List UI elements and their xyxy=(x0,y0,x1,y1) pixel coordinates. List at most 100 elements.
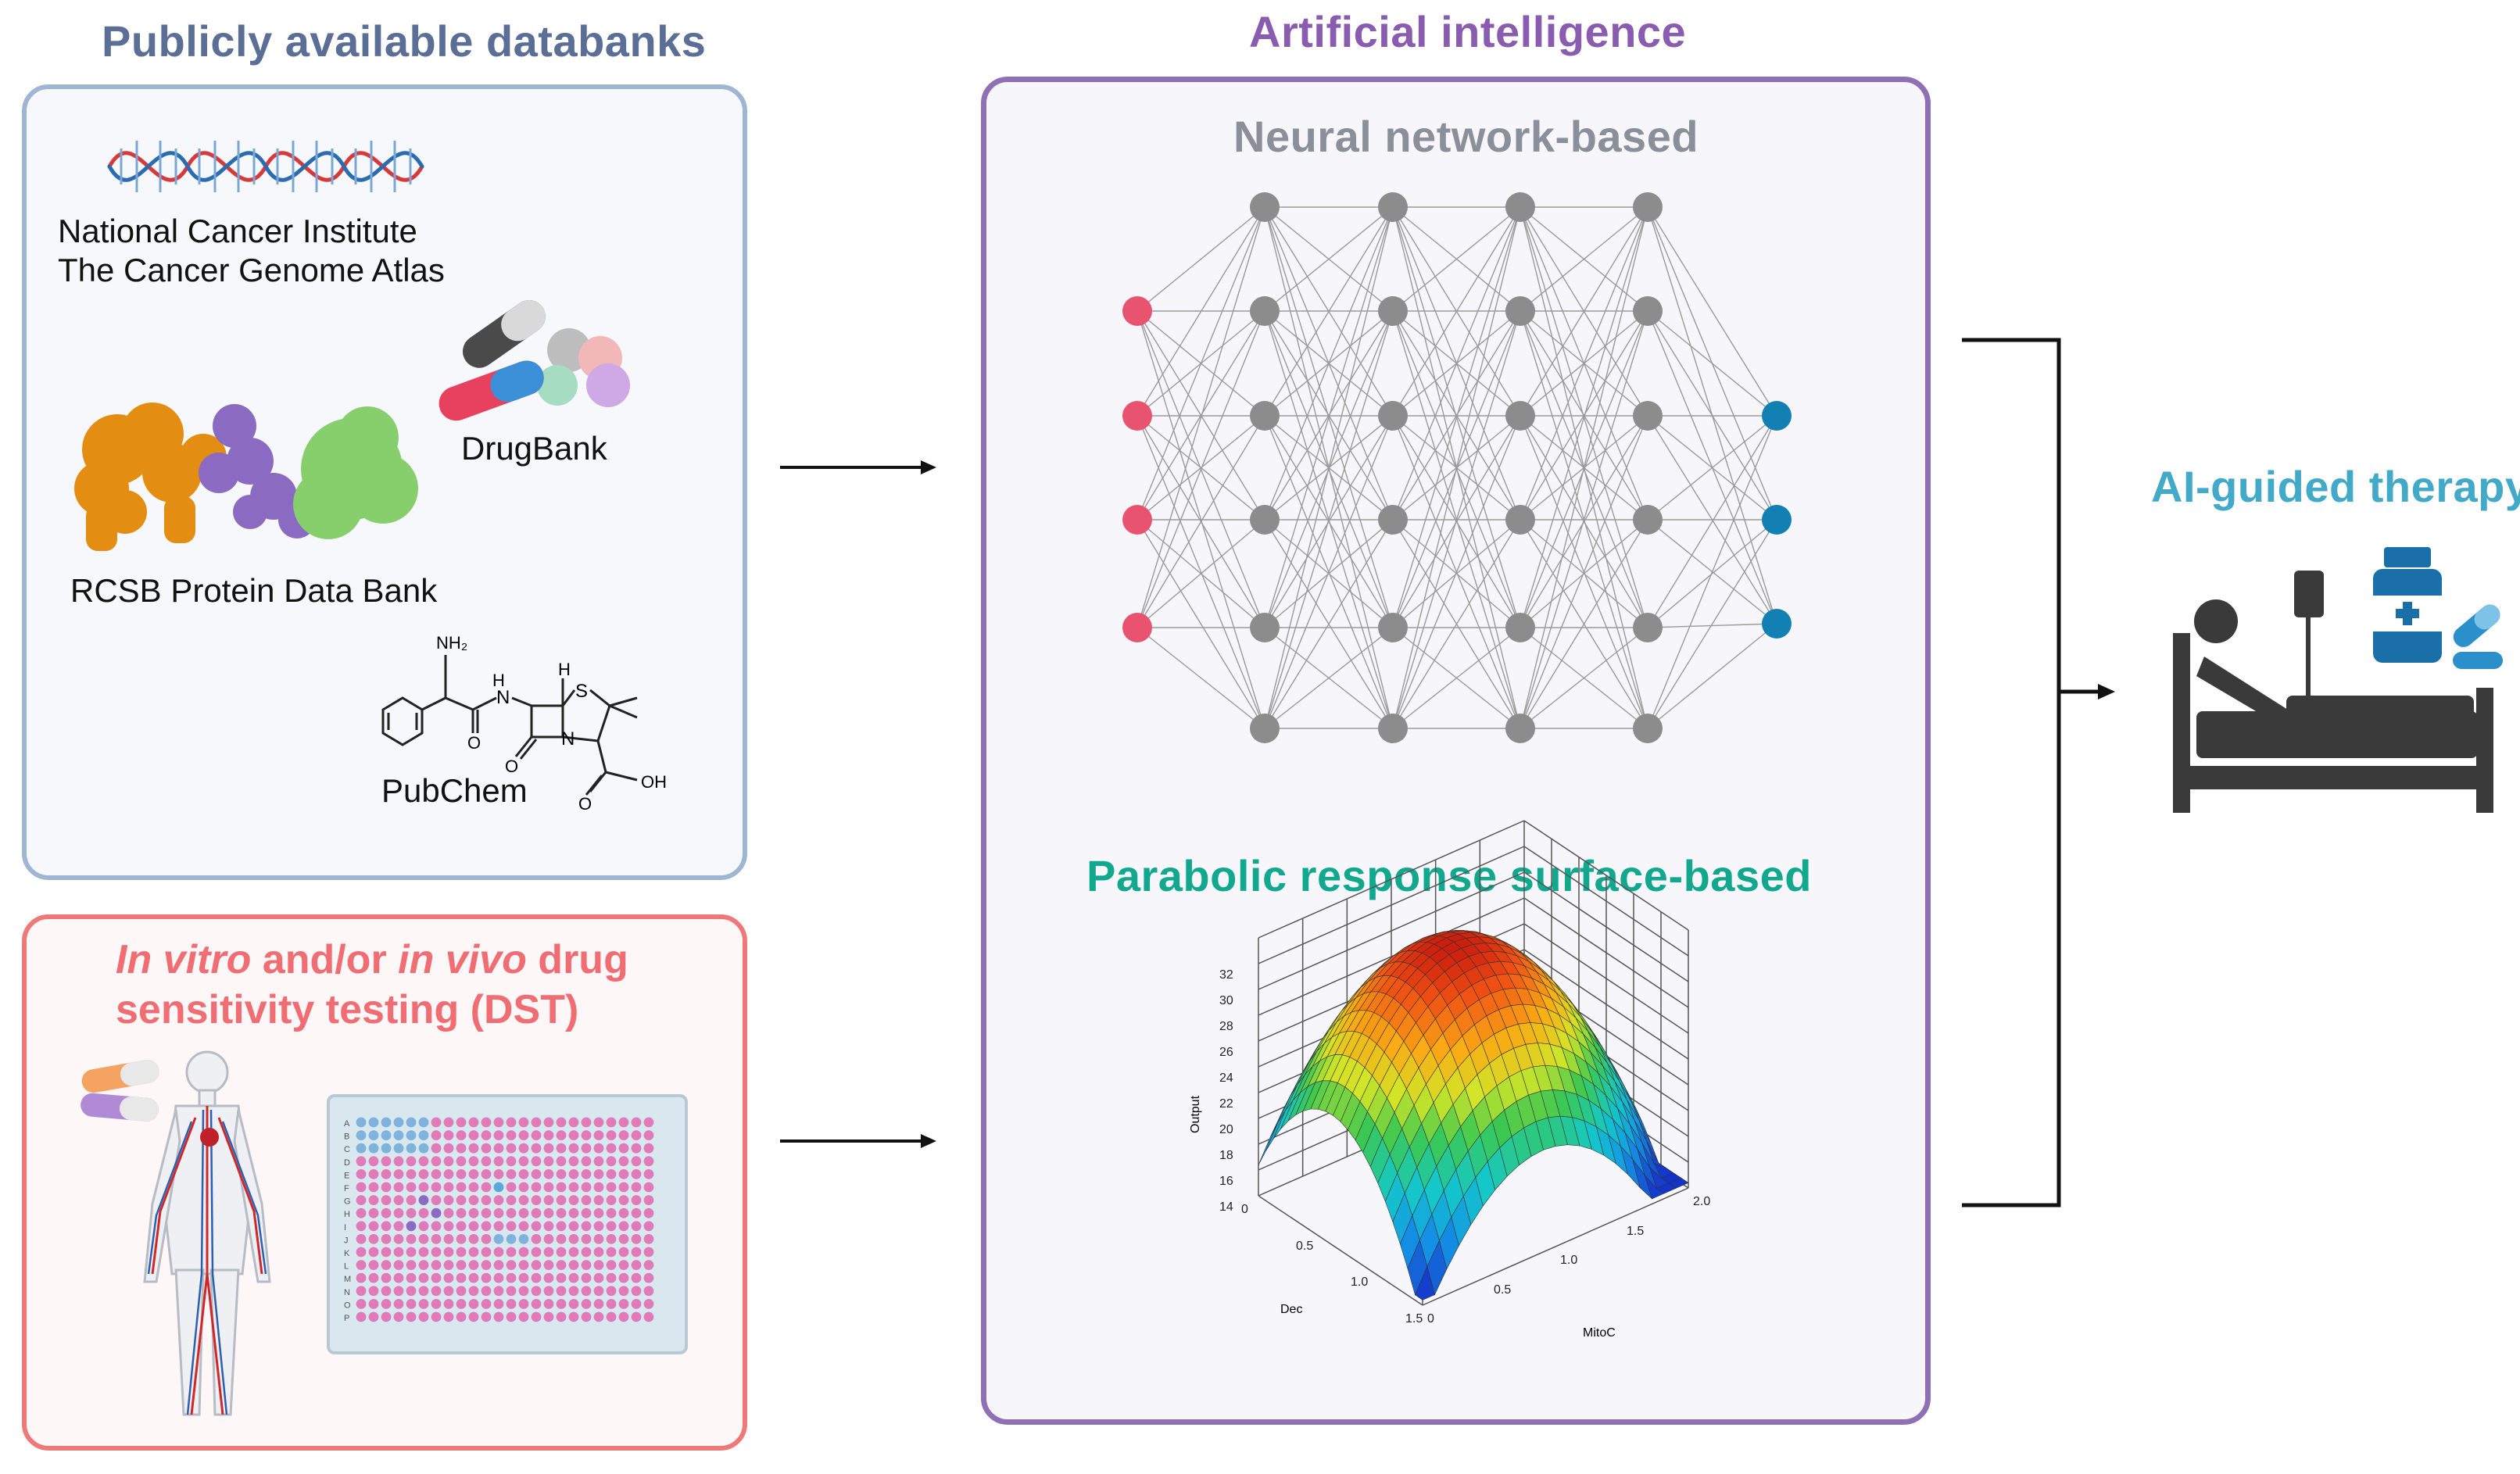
nn-edge xyxy=(1264,310,1394,729)
arrow-databanks-to-ai xyxy=(780,460,936,474)
plate-well xyxy=(356,1182,367,1193)
plate-well xyxy=(381,1272,392,1283)
plate-well xyxy=(443,1272,454,1283)
nn-hidden-node xyxy=(1633,192,1663,222)
nn-edge xyxy=(1264,519,1394,628)
plate-well xyxy=(618,1234,629,1244)
human-body-icon xyxy=(143,1050,271,1416)
dst-title-line1: In vitro and/or in vivo drug xyxy=(116,935,628,985)
plate-well xyxy=(443,1195,454,1205)
plate-well xyxy=(368,1272,379,1283)
surface-x-tick: 0.5 xyxy=(1296,1240,1313,1253)
chem-n-ring: N xyxy=(561,728,575,750)
plate-well xyxy=(568,1156,579,1167)
nn-edge xyxy=(1137,415,1265,628)
nn-edge xyxy=(1264,206,1394,417)
plate-well xyxy=(368,1247,379,1258)
plate-well xyxy=(356,1299,367,1309)
plate-well xyxy=(431,1272,442,1283)
plate-well xyxy=(593,1169,604,1179)
plate-well xyxy=(581,1143,592,1154)
chem-o3: O xyxy=(578,794,592,814)
dst-pills-icon xyxy=(81,1059,159,1122)
plate-well xyxy=(593,1247,604,1258)
plate-well xyxy=(468,1169,479,1179)
plate-well xyxy=(481,1221,492,1232)
plate-well xyxy=(456,1156,467,1167)
nn-edge xyxy=(1647,623,1777,729)
nn-hidden-node xyxy=(1505,401,1535,431)
nn-edge xyxy=(1264,206,1394,521)
plate-well xyxy=(531,1247,542,1258)
plate-well xyxy=(443,1221,454,1232)
nn-edge xyxy=(1520,206,1648,729)
plate-well xyxy=(593,1207,604,1218)
plate-well xyxy=(618,1247,629,1258)
plate-well xyxy=(556,1207,567,1218)
plate-well xyxy=(618,1143,629,1154)
plate-well xyxy=(406,1286,417,1297)
chem-n-amide: N xyxy=(496,687,510,708)
nn-hidden-node xyxy=(1505,613,1535,642)
plate-well xyxy=(556,1311,567,1322)
plate-well xyxy=(568,1260,579,1270)
plate-well xyxy=(431,1286,442,1297)
plate-well xyxy=(406,1311,417,1322)
protein-icon xyxy=(74,402,418,551)
plate-well xyxy=(593,1299,604,1309)
chem-h-left: H xyxy=(492,671,505,690)
nn-hidden-node xyxy=(1378,401,1408,431)
plate-well xyxy=(631,1156,642,1167)
plate-well xyxy=(643,1130,654,1140)
plate-well xyxy=(431,1143,442,1154)
pills-icon xyxy=(438,299,630,421)
plate-well xyxy=(581,1156,592,1167)
plate-well xyxy=(443,1234,454,1244)
nn-input-node xyxy=(1122,613,1152,642)
plate-well xyxy=(406,1195,417,1205)
nn-edge xyxy=(1647,415,1777,729)
plate-well xyxy=(456,1260,467,1270)
plate-well xyxy=(468,1311,479,1322)
drugbank-label: DrugBank xyxy=(461,430,607,467)
plate-well xyxy=(481,1169,492,1179)
plate-well xyxy=(506,1272,517,1283)
nn-heading: Neural network-based xyxy=(1233,112,1699,161)
plate-well xyxy=(531,1221,542,1232)
chem-nh2: NH₂ xyxy=(436,633,467,653)
plate-well xyxy=(618,1260,629,1270)
plate-well xyxy=(431,1221,442,1232)
nn-edge xyxy=(1520,627,1648,729)
plate-row-label: M xyxy=(344,1275,351,1284)
surface-y-tick: 1.5 xyxy=(1627,1225,1644,1238)
plate-well xyxy=(493,1260,504,1270)
surface-z-tick: 20 xyxy=(1219,1123,1233,1136)
plate-well xyxy=(568,1272,579,1283)
plate-well xyxy=(406,1156,417,1167)
surface-x-label: Dec xyxy=(1280,1303,1302,1316)
plate-well xyxy=(606,1195,617,1205)
plate-well xyxy=(431,1130,442,1140)
plate-well xyxy=(418,1169,429,1179)
plate-well xyxy=(506,1311,517,1322)
nci-label-line2: The Cancer Genome Atlas xyxy=(58,252,445,288)
molecule-icon: NH₂ H N H S N O O O OH xyxy=(381,633,667,814)
nci-label-line1: National Cancer Institute xyxy=(58,213,417,249)
plate-well xyxy=(618,1207,629,1218)
surface-x-tick: 1.0 xyxy=(1351,1275,1368,1289)
plate-well xyxy=(493,1182,504,1193)
plate-well xyxy=(531,1117,542,1128)
plate-well xyxy=(493,1221,504,1232)
plate-well xyxy=(631,1130,642,1140)
plate-well xyxy=(531,1156,542,1167)
plate-well xyxy=(643,1272,654,1283)
plate-well xyxy=(381,1195,392,1205)
plate-well xyxy=(481,1234,492,1244)
plate-well xyxy=(381,1221,392,1232)
plate-well xyxy=(418,1299,429,1309)
arrow-dst-to-ai xyxy=(780,1134,936,1148)
plate-well xyxy=(643,1207,654,1218)
plate-well xyxy=(418,1117,429,1128)
plate-well xyxy=(481,1143,492,1154)
plate-well xyxy=(493,1299,504,1309)
